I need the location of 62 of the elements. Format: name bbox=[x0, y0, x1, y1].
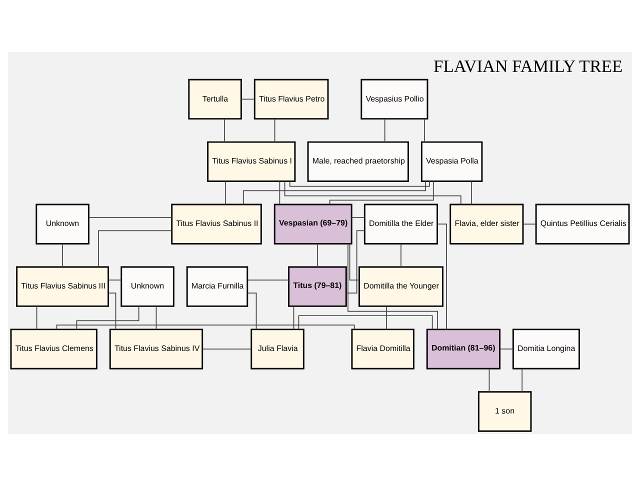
connector bbox=[88, 216, 172, 218]
connector bbox=[351, 216, 365, 218]
connector bbox=[522, 223, 536, 224]
node-box: Titus Flavius Petro bbox=[254, 78, 329, 120]
connector bbox=[108, 292, 116, 330]
node-box: Domitilla the Elder bbox=[364, 203, 438, 244]
node-box: Domitian (81–96) bbox=[426, 328, 500, 369]
connector bbox=[224, 118, 225, 142]
connector bbox=[317, 242, 318, 267]
node-box: Flavia, elder sister bbox=[450, 203, 524, 244]
connector bbox=[242, 180, 426, 204]
connector bbox=[225, 180, 226, 204]
node-box: Quintus Petillius Cerialis bbox=[535, 203, 630, 244]
connector bbox=[98, 230, 172, 267]
connector bbox=[349, 243, 360, 280]
connector bbox=[56, 324, 355, 330]
connector bbox=[36, 305, 38, 330]
node-box: Domitilla the Younger bbox=[358, 266, 444, 306]
connector bbox=[108, 279, 122, 280]
connector bbox=[202, 348, 252, 349]
connector bbox=[470, 180, 472, 204]
connector bbox=[488, 368, 490, 392]
node-box: Flavia Domitilla bbox=[351, 328, 414, 369]
connector bbox=[246, 292, 257, 330]
connector bbox=[424, 118, 426, 142]
node-box: Unknown bbox=[120, 266, 174, 306]
node-box: Tertulla bbox=[188, 78, 242, 120]
connector bbox=[386, 305, 387, 330]
node-box: Titus Flavius Sabinus II bbox=[171, 203, 262, 244]
connector bbox=[279, 180, 280, 204]
node-box: 1 son bbox=[478, 390, 532, 432]
diagram-title: FLAVIAN FAMILY TREE bbox=[434, 55, 623, 76]
connector bbox=[284, 180, 462, 204]
connector bbox=[298, 314, 433, 330]
connector bbox=[274, 118, 276, 142]
connector bbox=[384, 118, 386, 142]
node-box: Domitia Longina bbox=[512, 328, 580, 369]
node-box: Titus (79–81) bbox=[288, 266, 347, 306]
node-box: Titus Flavius Sabinus I bbox=[207, 140, 296, 182]
connector bbox=[400, 242, 402, 267]
connector bbox=[329, 180, 434, 204]
node-box: Marcia Furnilla bbox=[186, 266, 248, 306]
connector bbox=[76, 305, 140, 330]
node-box: Vespasian (69–79) bbox=[274, 203, 352, 244]
connector bbox=[289, 180, 430, 186]
connector bbox=[247, 279, 290, 280]
node-box: Vespasia Polla bbox=[420, 140, 483, 182]
connector bbox=[436, 223, 447, 330]
node-box: Titus Flavius Clemens bbox=[10, 328, 98, 369]
connector bbox=[348, 242, 438, 330]
connector bbox=[62, 242, 63, 267]
connector bbox=[346, 230, 365, 294]
connector bbox=[293, 305, 294, 330]
node-box: Titus Flavius Sabinus IV bbox=[109, 328, 204, 369]
node-box: Titus Flavius Sabinus III bbox=[16, 266, 110, 306]
connector bbox=[240, 98, 255, 100]
node-box: Vespasius Pollio bbox=[360, 78, 428, 120]
connector bbox=[499, 348, 514, 349]
node-box: Unknown bbox=[36, 203, 90, 244]
connector bbox=[156, 305, 157, 330]
node-box: Male, reached praetorship bbox=[307, 140, 409, 182]
node-box: Julia Flavia bbox=[250, 328, 304, 369]
